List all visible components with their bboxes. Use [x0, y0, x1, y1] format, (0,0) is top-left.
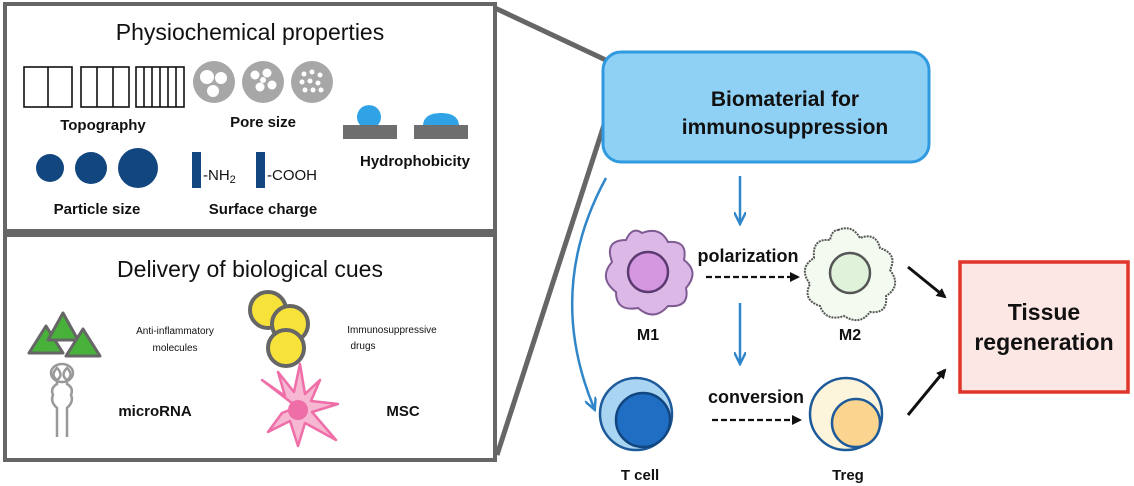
anti-inflammatory-icon [27, 311, 102, 358]
cooh-label: -COOH [267, 167, 317, 184]
m2-to-tissue-arrow [907, 265, 947, 299]
treg-to-tissue-arrow [906, 368, 947, 416]
delivery-title: Delivery of biological cues [117, 256, 383, 282]
tissue-line2: regeneration [974, 329, 1113, 355]
hydrophobicity-icon [343, 105, 468, 139]
topography-icon [23, 66, 185, 108]
physiochemical-panel: Physiochemical properties Topography Por… [3, 2, 497, 233]
physio-title: Physiochemical properties [116, 19, 384, 45]
blue-arrows [570, 176, 740, 408]
microrna-label: microRNA [118, 403, 192, 420]
pore-size-icon [193, 61, 333, 103]
zoom-connector-lines [493, 5, 612, 456]
polarization-label: polarization [697, 246, 798, 266]
biomaterial-line2: immunosuppression [682, 116, 889, 139]
hydrophobicity-label: Hydrophobicity [360, 153, 471, 170]
immunosuppressive-label-2: drugs [350, 341, 375, 352]
anti-inflammatory-label-2: molecules [152, 343, 197, 354]
tissue-line1: Tissue [1008, 299, 1080, 325]
pore-size-label: Pore size [230, 114, 296, 131]
m1-cell [605, 229, 694, 316]
treg-label: Treg [832, 467, 864, 484]
msc-label: MSC [386, 403, 420, 420]
surface-charge-label: Surface charge [209, 201, 317, 218]
particle-size-label: Particle size [54, 201, 141, 218]
surface-charge-icon: -NH2 -COOH [192, 152, 317, 188]
delivery-panel: Delivery of biological cues Anti-inflamm… [3, 233, 497, 462]
conversion-label: conversion [708, 387, 804, 407]
msc-icon [260, 362, 340, 448]
anti-inflammatory-label-1: Anti-inflammatory [136, 326, 214, 337]
m2-cell [803, 227, 897, 322]
particle-size-icon [36, 148, 158, 188]
biomaterial-line1: Biomaterial for [711, 88, 859, 111]
m1-label: M1 [637, 327, 659, 344]
treg-cell [808, 376, 884, 452]
nh2-label: -NH2 [203, 167, 236, 186]
immunosuppressive-label-1: Immunosuppressive [347, 325, 437, 336]
microrna-icon [49, 362, 75, 437]
tcell-label: T cell [621, 467, 659, 484]
immunosuppressive-drugs-icon [248, 290, 310, 368]
tissue-regeneration-box: Tissue regeneration [958, 260, 1130, 394]
m2-label: M2 [839, 327, 861, 344]
t-cell [598, 376, 674, 452]
topography-label: Topography [60, 117, 146, 134]
biomaterial-box: Biomaterial for immunosuppression [601, 50, 931, 164]
